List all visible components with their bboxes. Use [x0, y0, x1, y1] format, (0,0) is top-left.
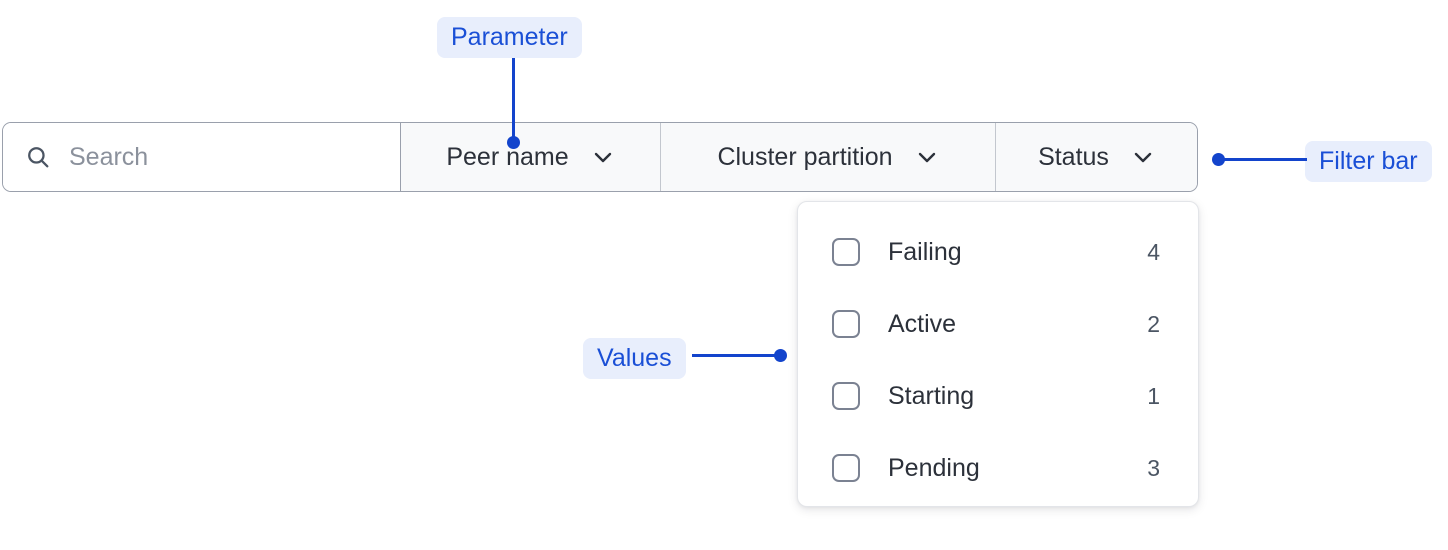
checkbox-pending[interactable] — [832, 454, 860, 482]
status-dropdown-label: Status — [1038, 142, 1109, 171]
option-count: 4 — [1147, 238, 1160, 265]
chevron-down-icon — [1131, 145, 1155, 169]
option-label: Pending — [888, 453, 980, 482]
option-label: Active — [888, 309, 957, 338]
list-item[interactable]: Starting 1 — [798, 360, 1198, 432]
annotation-dot-parameter — [507, 136, 520, 149]
option-label: Starting — [888, 381, 975, 410]
peer-name-dropdown[interactable]: Peer name — [401, 123, 661, 191]
list-item[interactable]: Failing 4 — [798, 216, 1198, 288]
option-count: 3 — [1147, 454, 1160, 481]
annotation-leader-line-values — [692, 354, 782, 357]
annotation-label-filter-bar: Filter bar — [1305, 141, 1432, 182]
option-label: Failing — [888, 237, 962, 266]
status-dropdown[interactable]: Status — [996, 123, 1197, 191]
list-item[interactable]: Active 2 — [798, 288, 1198, 360]
checkbox-failing[interactable] — [832, 238, 860, 266]
chevron-down-icon — [591, 145, 615, 169]
chevron-down-icon — [915, 145, 939, 169]
checkbox-active[interactable] — [832, 310, 860, 338]
annotation-label-values: Values — [583, 338, 686, 379]
peer-name-dropdown-label: Peer name — [446, 142, 569, 171]
annotation-leader-line-parameter — [512, 58, 515, 140]
search-section[interactable] — [3, 123, 401, 191]
option-count: 1 — [1147, 382, 1160, 409]
filter-bar: Peer name Cluster partition Status — [2, 122, 1198, 192]
list-item[interactable]: Pending 3 — [798, 432, 1198, 504]
annotation-dot-values — [774, 349, 787, 362]
dropdown-panel-options: Failing 4 Active 2 Starting 1 Pending 3 — [797, 201, 1199, 507]
search-icon — [25, 144, 51, 170]
option-count: 2 — [1147, 310, 1160, 337]
annotation-dot-filter-bar — [1212, 153, 1225, 166]
cluster-partition-dropdown-label: Cluster partition — [717, 142, 893, 171]
annotation-leader-line-filter-bar — [1222, 158, 1307, 161]
checkbox-starting[interactable] — [832, 382, 860, 410]
search-input[interactable] — [69, 142, 369, 172]
annotation-label-parameter: Parameter — [437, 17, 582, 58]
cluster-partition-dropdown[interactable]: Cluster partition — [661, 123, 996, 191]
